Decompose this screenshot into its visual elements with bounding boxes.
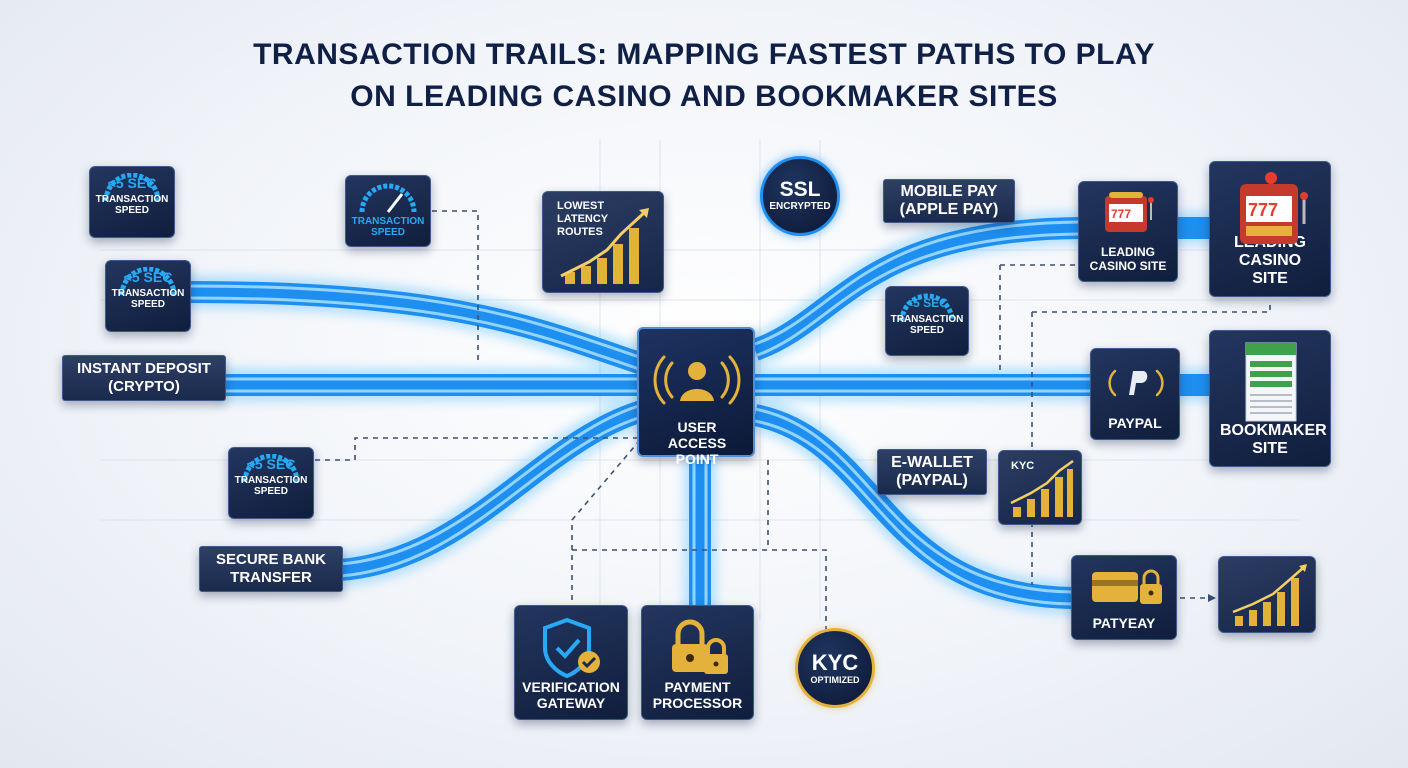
svg-text:777: 777 [1111, 207, 1131, 221]
leading-casino-big[interactable]: 777 LEADING CASINO SITE [1209, 161, 1331, 297]
gauge-icon [899, 293, 955, 322]
speed-value: <5 SEC [123, 269, 173, 285]
kyc-optimized-small: OPTIMIZED [810, 674, 860, 685]
paypal-label: PAYPAL [1108, 415, 1162, 431]
page-title: TRANSACTION TRAILS: MAPPING FASTEST PATH… [0, 34, 1408, 118]
speed-label: TRANSACTION SPEED [890, 314, 964, 336]
verification-label: VERIFICATION GATEWAY [522, 679, 620, 711]
title-line-2: ON LEADING CASINO AND BOOKMAKER SITES [350, 80, 1058, 113]
svg-text:777: 777 [1248, 200, 1278, 220]
path-hub-to-casino [751, 217, 1081, 361]
speed-value: <5 SEC [246, 456, 296, 472]
kyc-optimized-badge: KYC OPTIMIZED [795, 628, 875, 708]
bar-chart-icon [1010, 459, 1074, 517]
bookmaker-site[interactable]: BOOKMAKER SITE [1209, 330, 1331, 467]
speed-label: TRANSACTION SPEED [111, 288, 185, 310]
kyc-chart-label: KYC [1011, 460, 1035, 472]
latency-label: LOWEST LATENCY ROUTES [557, 200, 608, 238]
path-hub-to-payyeay [752, 404, 1073, 609]
instant-deposit-text: INSTANT DEPOSIT (CRYPTO) [77, 360, 211, 395]
speed-badge-2: <5 SEC TRANSACTION SPEED [105, 260, 191, 332]
ssl-badge: SSL ENCRYPTED [760, 156, 840, 236]
user-access-point-hub[interactable]: USER ACCESS POINT [637, 327, 755, 467]
payment-processor-label: PAYMENT PROCESSOR [652, 679, 743, 711]
leading-casino-small[interactable]: 777 LEADING CASINO SITE [1078, 181, 1178, 282]
payyeay-label: PATYEAY [1092, 615, 1156, 631]
speed-label: TRANSACTION SPEED [234, 475, 308, 497]
gauge-icon [359, 183, 417, 213]
mobile-pay-label[interactable]: MOBILE PAY (APPLE PAY) [883, 179, 1015, 223]
verification-gateway[interactable]: VERIFICATION GATEWAY [514, 605, 628, 720]
shield-check-icon [543, 617, 600, 679]
latency-routes-card: LOWEST LATENCY ROUTES [542, 191, 664, 293]
casino-small-label: LEADING CASINO SITE [1089, 245, 1167, 273]
growth-chart-card [1218, 556, 1316, 633]
payment-processor[interactable]: PAYMENT PROCESSOR [641, 605, 754, 720]
speed-gauge-top: TRANSACTION SPEED [345, 175, 431, 247]
speed-value: <5 SEC [906, 296, 948, 310]
speed-label: TRANSACTION SPEED [95, 194, 169, 216]
paypal-tile[interactable]: PAYPAL [1090, 348, 1180, 440]
speed-badge-1: <5 SEC TRANSACTION SPEED [89, 166, 175, 238]
speed-badge-4: <5 SEC TRANSACTION SPEED [228, 447, 314, 519]
kyc-chart-card: KYC [998, 450, 1082, 525]
user-signal-icon [653, 355, 741, 405]
secure-bank-text: SECURE BANK TRANSFER [215, 551, 326, 586]
bar-chart-icon [560, 208, 649, 284]
path-bank-to-hub [339, 399, 649, 581]
slot-machine-icon: 777 [1240, 172, 1308, 244]
ssl-big: SSL [779, 178, 821, 201]
credit-card-icon [1092, 569, 1162, 604]
slot-machine-icon: 777 [1105, 192, 1154, 232]
hub-label: USER ACCESS POINT [667, 419, 727, 467]
title-line-1: TRANSACTION TRAILS: MAPPING FASTEST PATH… [253, 38, 1155, 71]
ewallet-text: E-WALLET (PAYPAL) [891, 454, 973, 489]
kyc-optimized-big: KYC [811, 649, 859, 675]
path-speed-to-hub [189, 281, 649, 376]
payyeay-tile[interactable]: PATYEAY [1071, 555, 1177, 640]
ssl-small: ENCRYPTED [769, 201, 831, 212]
secure-bank-label[interactable]: SECURE BANK TRANSFER [199, 546, 343, 592]
lock-icon [672, 619, 728, 674]
speed-badge-3: <5 SEC TRANSACTION SPEED [885, 286, 969, 356]
ewallet-label[interactable]: E-WALLET (PAYPAL) [877, 449, 987, 495]
mobile-pay-text: MOBILE PAY (APPLE PAY) [899, 183, 999, 218]
bookmaker-label: BOOKMAKER SITE [1220, 422, 1327, 457]
bar-chart-icon [1232, 564, 1307, 626]
paypal-icon [1108, 369, 1164, 397]
sportsbook-sheet-icon [1245, 342, 1297, 422]
instant-deposit-label[interactable]: INSTANT DEPOSIT (CRYPTO) [62, 355, 226, 401]
speed-label: TRANSACTION SPEED [351, 216, 425, 238]
speed-value: <5 SEC [107, 175, 157, 191]
